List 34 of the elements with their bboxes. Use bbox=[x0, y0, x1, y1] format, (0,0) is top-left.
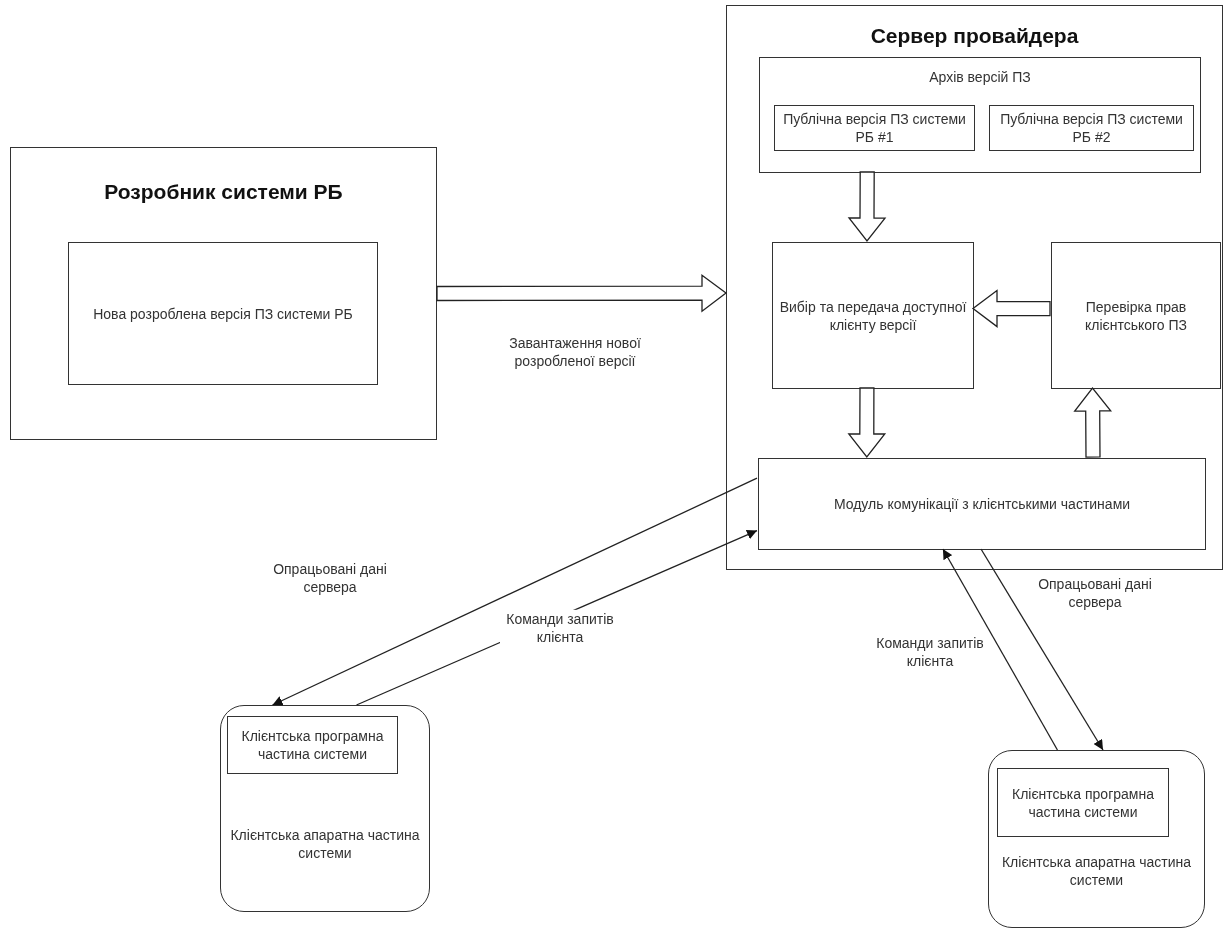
system-container bbox=[10, 147, 437, 440]
box-label: Публічна версія ПЗ системи РБ #2 bbox=[999, 109, 1184, 147]
container-heading: Сервер провайдера bbox=[869, 23, 1080, 49]
client-device-box bbox=[220, 705, 430, 912]
box-label: Клієнтська програмна частина системи bbox=[1011, 784, 1155, 821]
box-label: Модуль комунікації з клієнтськими частинами bbox=[832, 494, 1132, 514]
device-label: Клієнтська апаратна частина системи bbox=[229, 826, 421, 863]
box-label: Вибір та передача доступної клієнту версії bbox=[778, 297, 968, 334]
device-label: Клієнтська апаратна частина системи bbox=[1000, 853, 1192, 890]
box-label: Публічна версія ПЗ системи РБ #1 bbox=[782, 109, 967, 147]
system-container bbox=[726, 5, 1223, 570]
box-label: Перевірка прав клієнтського ПЗ bbox=[1083, 297, 1188, 334]
container-heading: Розробник системи РБ bbox=[103, 179, 344, 205]
process-box bbox=[758, 458, 1206, 550]
block-arrow bbox=[847, 387, 887, 459]
block-arrow bbox=[971, 289, 1051, 328]
process-box bbox=[1051, 242, 1221, 389]
process-box bbox=[68, 242, 378, 385]
process-box bbox=[772, 242, 974, 389]
block-arrow bbox=[436, 273, 728, 313]
archive-container bbox=[759, 57, 1201, 173]
arrow bbox=[271, 477, 758, 706]
arrow bbox=[942, 548, 1059, 751]
block-arrow bbox=[1073, 386, 1113, 458]
version-box bbox=[227, 716, 398, 774]
box-label: Нова розроблена версія ПЗ системи РБ bbox=[92, 304, 354, 323]
version-box bbox=[997, 768, 1169, 837]
container-label: Архів версій ПЗ bbox=[928, 68, 1032, 87]
version-box bbox=[989, 105, 1194, 151]
version-box bbox=[774, 105, 975, 151]
block-arrow bbox=[847, 171, 887, 243]
client-device-box bbox=[988, 750, 1205, 928]
box-label: Клієнтська програмна частина системи bbox=[240, 726, 385, 764]
arrow bbox=[980, 548, 1104, 751]
